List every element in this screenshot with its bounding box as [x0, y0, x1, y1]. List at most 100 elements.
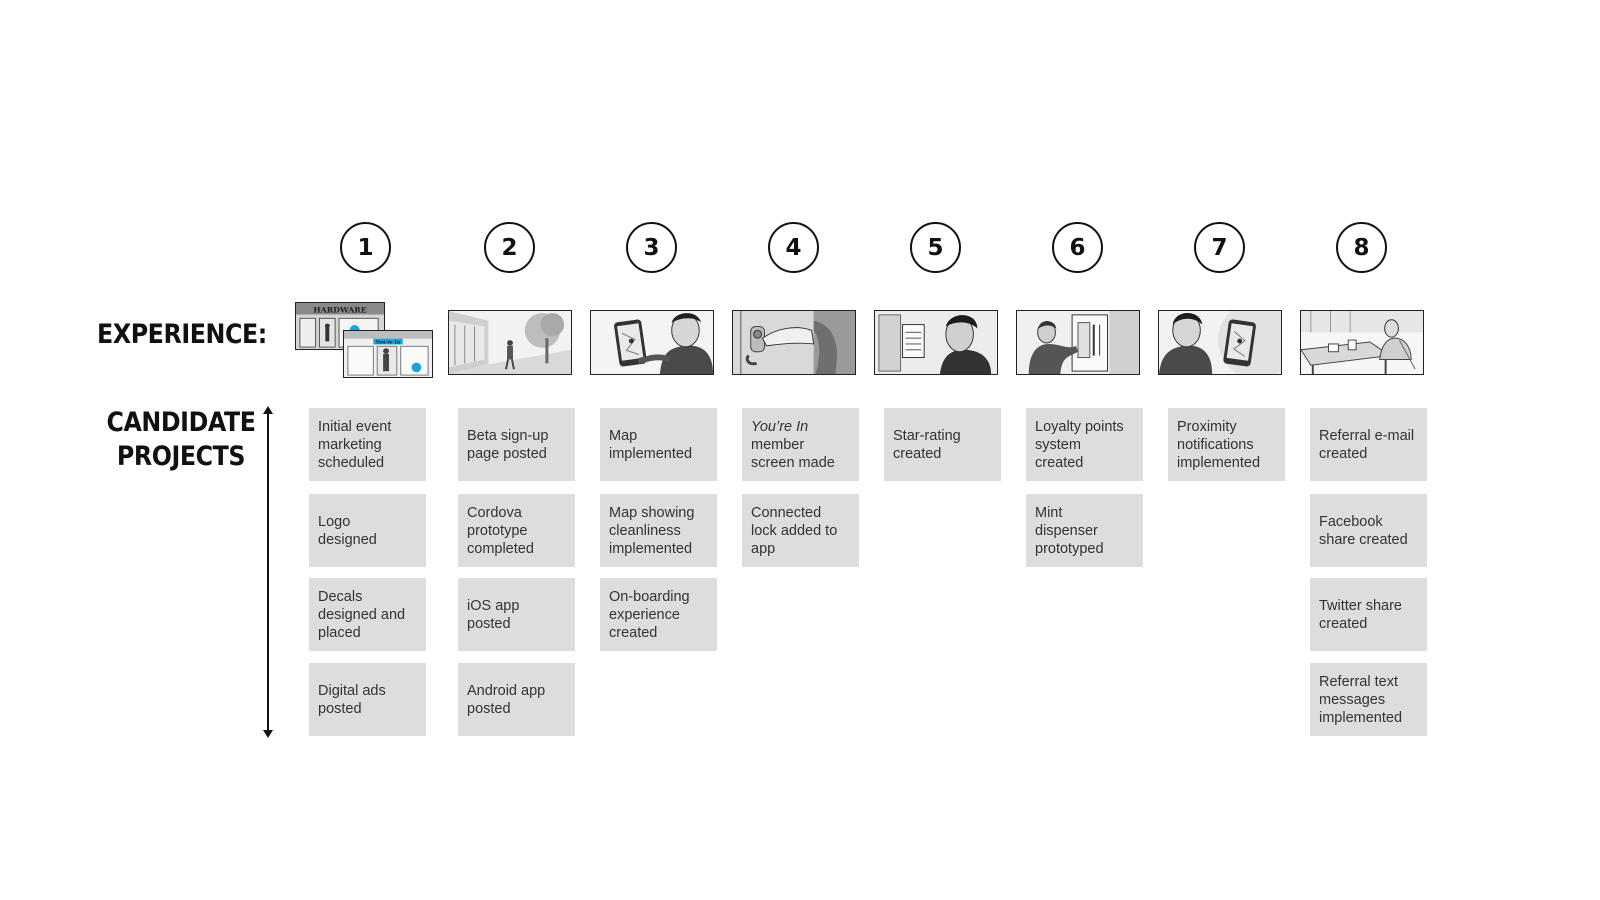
project-card-line: share created — [1319, 531, 1408, 548]
candidate-label-line2: PROJECTS — [116, 441, 246, 472]
project-card-line: dispenser — [1035, 522, 1098, 539]
step-number-badge: 4 — [768, 222, 819, 273]
experience-label-text: EXPERIENCE: — [97, 319, 267, 350]
project-card-line: implemented — [1319, 709, 1403, 726]
project-card-line: placed — [318, 624, 361, 641]
project-card-line: notifications — [1177, 436, 1254, 453]
step-number-badge: 8 — [1336, 222, 1387, 273]
project-card-line: Map — [609, 427, 638, 444]
project-card-line: cleanliness — [609, 522, 681, 539]
project-card-line: implemented — [609, 445, 693, 462]
project-card-line: On-boarding — [609, 588, 690, 605]
project-card-line: Facebook — [1319, 513, 1383, 530]
project-card-line: posted — [467, 700, 511, 717]
man-at-dispenser-icon — [1016, 310, 1140, 375]
storefront-hardware-icon: You're In — [343, 330, 433, 378]
project-card-line: experience — [609, 606, 680, 623]
project-card-line: Android app — [467, 682, 546, 699]
project-card-line: Twitter share — [1319, 597, 1402, 614]
project-card-line: marketing — [318, 436, 382, 453]
step-number-badge: 1 — [340, 222, 391, 273]
project-card-line: completed — [467, 540, 534, 557]
candidate-label-line1: CANDIDATE — [106, 407, 256, 438]
project-card-line: Mint — [1035, 504, 1063, 521]
man-with-phone-notification-icon — [1158, 310, 1282, 375]
project-card-line: Loyalty points — [1035, 418, 1124, 435]
project-card-line: app — [751, 540, 776, 557]
project-card-line: prototyped — [1035, 540, 1104, 557]
step-number-badge: 2 — [484, 222, 535, 273]
man-rating-sign-icon — [874, 310, 998, 375]
door-lock-hand-icon — [732, 310, 856, 375]
project-card-line: Initial event — [318, 418, 392, 435]
project-card-line: Beta sign-up — [467, 427, 549, 444]
project-card-line: page posted — [467, 445, 547, 462]
svg-text:You're In: You're In — [375, 339, 401, 345]
project-card-line: posted — [318, 700, 362, 717]
project-card-line: created — [609, 624, 658, 641]
project-card-line: screen made — [751, 454, 835, 471]
street-walk-icon — [448, 310, 572, 375]
project-card-line: implemented — [1177, 454, 1261, 471]
cafe-table-icon — [1300, 310, 1424, 375]
project-card-line: Digital ads — [318, 682, 386, 699]
project-card-line: Decals — [318, 588, 363, 605]
experience-row-label: EXPERIENCE: — [97, 318, 267, 352]
project-card-line: Proximity — [1177, 418, 1237, 435]
project-card-line: Referral e-mail — [1319, 427, 1415, 444]
step-number-badge: 6 — [1052, 222, 1103, 273]
project-card-line: messages — [1319, 691, 1386, 708]
project-card-line: created — [1035, 454, 1084, 471]
project-card-line: implemented — [609, 540, 693, 557]
project-card-line: Star-rating — [893, 427, 961, 444]
project-card-line: lock added to — [751, 522, 838, 539]
project-card-line: created — [893, 445, 942, 462]
svg-text:HARDWARE: HARDWARE — [313, 306, 367, 315]
candidate-projects-row-label: CANDIDATE PROJECTS — [103, 406, 260, 474]
project-card-line: Logo — [318, 513, 351, 530]
step-number-badge: 7 — [1194, 222, 1245, 273]
project-card-line: member — [751, 436, 805, 453]
arrow-head-down-icon — [263, 730, 273, 738]
man-with-phone-map-icon — [590, 310, 714, 375]
project-card-line: iOS app — [467, 597, 520, 614]
project-card-line: prototype — [467, 522, 528, 539]
